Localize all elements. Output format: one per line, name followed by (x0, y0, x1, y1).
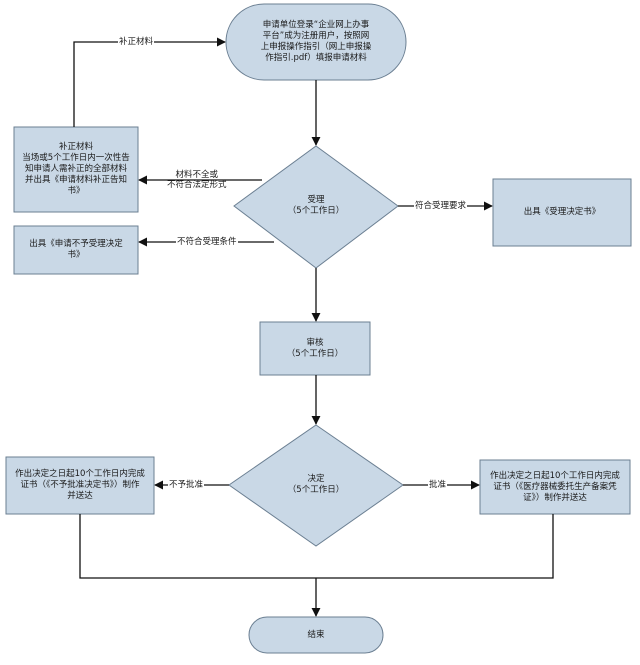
decide-title: 决定 (307, 474, 325, 484)
start-line-2: 平台”成为注册用户，按照网 (262, 31, 370, 41)
review-box: 审核 （5个工作日） (260, 322, 370, 375)
deny-result-line-1: 作出决定之日起10个工作日内完成 (15, 469, 145, 479)
approve-result-line-2: 证书（《医疗器械委托生产备案凭 (493, 481, 617, 492)
decide-duration: （5个工作日） (287, 485, 345, 495)
supplement-line-2: 当场或5个工作日内一次性告 (22, 153, 130, 163)
deny-result-box: 作出决定之日起10个工作日内完成 证书（《不予批准决定书》）制作 并送达 (6, 457, 154, 514)
accept-notice-box-shape (492, 178, 632, 247)
supplement-box: 补正材料 当场或5个工作日内一次性告 知申请人需补正的全部材料 并出具《申请材料… (14, 127, 138, 212)
end-terminal: 结束 (249, 617, 383, 653)
reject-notice-box-shape (13, 225, 139, 275)
end-terminal-shape (248, 616, 384, 654)
edge-label-not-meets: 不符合受理条件 (176, 237, 238, 247)
supplement-line-5: 书》 (67, 186, 85, 196)
edge-label-incomplete-line-1: 材料不全或 (175, 170, 219, 180)
review-title: 审核 (306, 337, 324, 348)
approve-result-box: 作出决定之日起10个工作日内完成 证书（《医疗器械委托生产备案凭 证》）制作并送… (480, 460, 630, 514)
edge-deny-to-merge (79, 514, 316, 579)
approve-result-line-1: 作出决定之日起10个工作日内完成 (490, 470, 620, 481)
approve-result-line-3: 证》）制作并送达 (523, 492, 587, 503)
accept-diamond: 受理 （5个工作日） (266, 188, 366, 224)
edge-label-deny: 不予批准 (168, 480, 205, 490)
decide-diamond-shape (228, 424, 404, 547)
start-line-4: 作指引.pdf）填报申请材料 (265, 53, 367, 63)
edge-label-supplement-materials: 补正材料 (118, 37, 155, 47)
approve-result-box-shape (479, 459, 631, 515)
start-terminal: 申请单位登录“企业网上办事 平台”成为注册用户，按照网 上申报操作指引（网上申报… (236, 4, 396, 80)
review-duration: （5个工作日） (286, 348, 344, 359)
accept-notice-line-1: 出具《受理决定书》 (523, 207, 601, 217)
supplement-line-1: 补正材料 (58, 142, 93, 152)
reject-notice-line-1: 出具《申请不予受理决定 (29, 239, 123, 249)
start-line-1: 申请单位登录“企业网上办事 (262, 20, 370, 30)
edge-label-incomplete-line-2: 不符合法定形式 (167, 180, 227, 190)
accept-title: 受理 (307, 195, 325, 205)
edge-supplement-to-start (73, 37, 226, 127)
deny-result-line-2: 证书（《不予批准决定书》）制作 (20, 480, 140, 490)
end-label: 结束 (307, 629, 325, 640)
supplement-box-shape (13, 126, 139, 213)
decide-diamond: 决定 （5个工作日） (266, 467, 366, 503)
review-box-shape (259, 321, 371, 376)
edge-label-meets-requirements: 符合受理要求 (414, 201, 468, 211)
reject-notice-line-2: 书》 (67, 250, 85, 260)
supplement-line-4: 并出具《申请材料补正告知 (24, 175, 127, 185)
deny-result-box-shape (5, 456, 155, 515)
start-line-3: 上申报操作指引（网上申报操 (260, 42, 372, 52)
supplement-line-3: 知申请人需补正的全部材料 (24, 164, 127, 174)
edge-approve-to-merge (316, 514, 554, 579)
accept-duration: （5个工作日） (287, 206, 345, 216)
accept-notice-box: 出具《受理决定书》 (493, 179, 631, 246)
edge-label-approve: 批准 (428, 480, 448, 490)
deny-result-line-3: 并送达 (67, 491, 93, 501)
reject-notice-box: 出具《申请不予受理决定 书》 (14, 226, 138, 274)
edge-label-incomplete: 材料不全或 不符合法定形式 (166, 170, 228, 190)
